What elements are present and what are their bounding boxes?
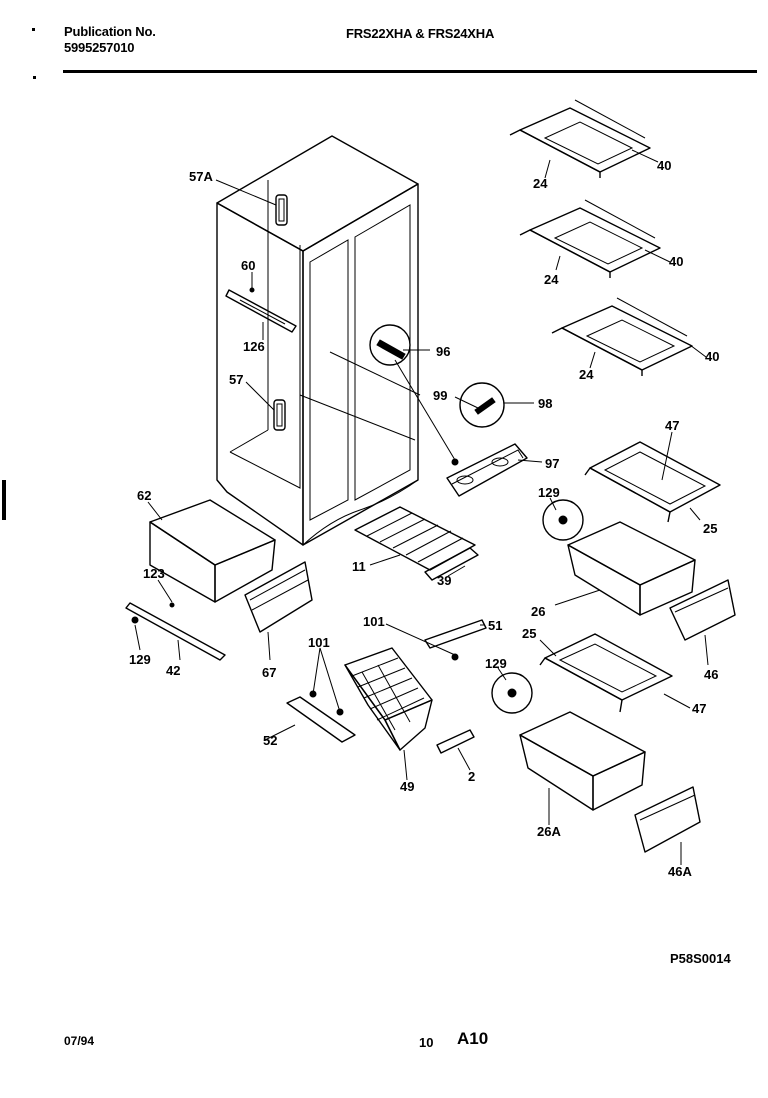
part-label: 24 xyxy=(544,272,559,287)
part-label: 39 xyxy=(437,573,451,588)
part-labels: 57A 60 126 57 96 99 98 97 24 40 24 40 24… xyxy=(129,158,719,879)
model-numbers: FRS22XHA & FRS24XHA xyxy=(346,26,495,41)
part-label: 129 xyxy=(538,485,560,500)
part-label: 97 xyxy=(545,456,559,471)
part-label: 46 xyxy=(704,667,718,682)
part-label: 40 xyxy=(669,254,683,269)
part-label: 123 xyxy=(143,566,165,581)
leader-lines xyxy=(134,149,709,865)
glass-shelves xyxy=(509,99,693,376)
scan-speck xyxy=(33,76,36,79)
part-label: 67 xyxy=(262,665,276,680)
part-label: 51 xyxy=(488,618,502,633)
left-pan-assembly xyxy=(125,499,313,661)
part-label: 62 xyxy=(137,488,151,503)
part-label: 57A xyxy=(189,169,213,184)
part-label: 57 xyxy=(229,372,243,387)
part-label: 126 xyxy=(243,339,265,354)
part-label: 25 xyxy=(703,521,717,536)
part-label: 101 xyxy=(363,614,385,629)
part-label: 129 xyxy=(129,652,151,667)
part-label: 98 xyxy=(538,396,552,411)
lower-right-assembly xyxy=(491,633,701,853)
part-label: 26 xyxy=(531,604,545,619)
footer-page-number: 10 xyxy=(419,1035,434,1050)
footer-section: A10 xyxy=(457,1029,489,1048)
part-label: 60 xyxy=(241,258,255,273)
part-label: 99 xyxy=(433,388,447,403)
part-label: 49 xyxy=(400,779,414,794)
scan-speck xyxy=(2,480,6,520)
dispenser-parts xyxy=(369,324,528,497)
header-rule xyxy=(63,70,757,73)
part-label: 47 xyxy=(692,701,706,716)
right-middle-assembly xyxy=(542,441,736,641)
part-label: 46A xyxy=(668,864,692,879)
part-label: 24 xyxy=(579,367,594,382)
part-label: 96 xyxy=(436,344,450,359)
part-label: 2 xyxy=(468,769,475,784)
part-label: 40 xyxy=(657,158,671,173)
part-label: 101 xyxy=(308,635,330,650)
publication-label: Publication No. xyxy=(64,24,156,39)
publication-number: 5995257010 xyxy=(64,40,135,55)
lower-centre-assembly xyxy=(286,619,487,754)
part-label: 42 xyxy=(166,663,180,678)
part-label: 26A xyxy=(537,824,561,839)
part-label: 40 xyxy=(705,349,719,364)
part-label: 52 xyxy=(263,733,277,748)
footer-date: 07/94 xyxy=(64,1034,95,1048)
cabinet xyxy=(216,135,421,546)
wire-shelf xyxy=(354,506,479,581)
scan-speck xyxy=(32,28,35,31)
part-label: 25 xyxy=(522,626,536,641)
part-label: 11 xyxy=(352,559,366,574)
part-label: 24 xyxy=(533,176,548,191)
diagram-code: P58S0014 xyxy=(670,951,731,966)
part-label: 129 xyxy=(485,656,507,671)
part-label: 47 xyxy=(665,418,679,433)
